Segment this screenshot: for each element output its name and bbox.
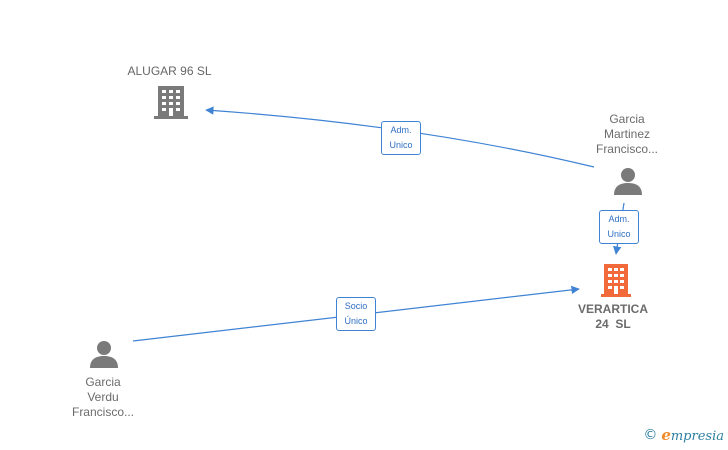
node-label-verartica[interactable]: VERARTICA 24 SL	[568, 302, 658, 332]
edge-label-socio-unico[interactable]: Socio Único	[336, 297, 376, 331]
node-label-garcia-verdu[interactable]: Garcia Verdu Francisco...	[62, 375, 144, 420]
building-icon[interactable]	[601, 262, 631, 298]
node-label-line: Francisco...	[71, 405, 134, 419]
edge-label-line: Unico	[607, 229, 631, 239]
edge-label-adm-alugar[interactable]: Adm. Unico	[381, 121, 421, 155]
node-label-line: Garcia	[85, 375, 121, 389]
node-label-line: Garcia	[609, 112, 645, 126]
node-label-line: Francisco...	[595, 142, 658, 156]
node-label-garcia-martinez[interactable]: Garcia Martinez Francisco...	[586, 112, 668, 157]
edge-label-line: Único	[344, 316, 368, 326]
node-label-alugar[interactable]: ALUGAR 96 SL	[127, 64, 212, 78]
building-icon[interactable]	[154, 84, 188, 120]
node-label-line: 24 SL	[595, 317, 631, 331]
edge-label-line: Unico	[389, 140, 413, 150]
node-label-line: VERARTICA	[577, 302, 648, 316]
node-label-line: Verdu	[87, 390, 119, 404]
person-icon[interactable]	[613, 166, 643, 196]
edge-label-line: Adm.	[608, 214, 630, 224]
node-label-line: Martinez	[603, 127, 650, 141]
empresia-watermark: © empresia	[643, 426, 724, 444]
brand-name: mpresia	[670, 429, 724, 444]
copyright-symbol: ©	[643, 427, 658, 443]
edge-label-adm-verartica[interactable]: Adm. Unico	[599, 210, 639, 244]
edge-label-line: Socio	[344, 301, 368, 311]
edge-label-line: Adm.	[390, 125, 412, 135]
brand-initial: e	[661, 426, 671, 444]
brand-logo: empresia	[661, 426, 724, 444]
person-icon[interactable]	[89, 339, 119, 369]
